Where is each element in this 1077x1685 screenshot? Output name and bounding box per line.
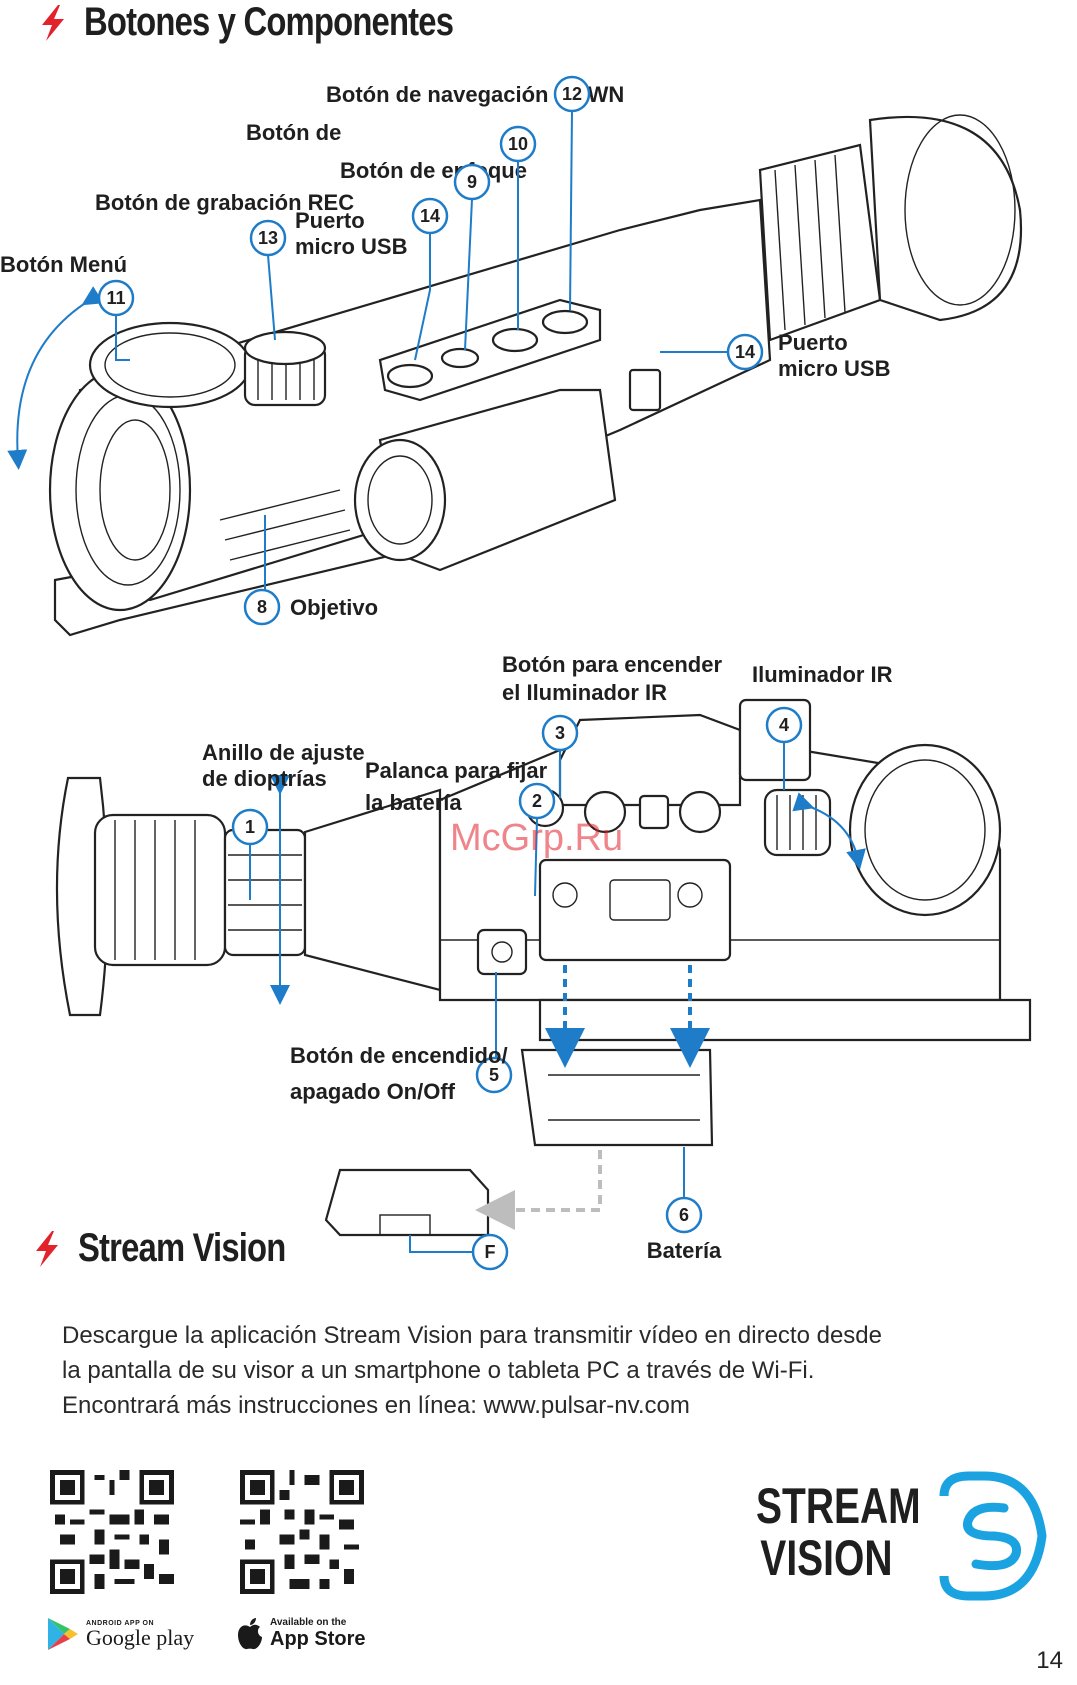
section-header-stream-vision: Stream Vision [30,1226,331,1271]
google-play-icon [48,1618,78,1650]
label-objective: Objetivo [290,595,378,620]
label-battery: Batería [647,1238,722,1263]
callout-f-badge [471,1233,509,1271]
label-lever-line2: la batería [365,790,462,815]
logo-line-stream: STREAM [756,1478,921,1534]
callout-8-badge [243,588,281,626]
label-diopter-line2: de dioptrías [202,766,327,791]
watermark-text: McGrp.Ru [450,817,623,859]
callout-6-badge [665,1196,703,1234]
callout-3-number: 3 [555,723,565,743]
callout-4-number: 4 [779,715,789,735]
label-usb-line1: Puerto [778,330,848,355]
scope-top-illustration [48,114,1023,637]
callout-10-number: 14 [420,206,440,226]
google-play-big-text: Google play [86,1624,195,1650]
callout-8-number: 8 [257,597,267,617]
stream-vision-logo-icon [939,1471,1047,1601]
callout-11-number: 9 [467,172,477,192]
label-menu: Botón de enfoque [340,158,527,183]
label-usb-line2: micro USB [778,356,890,381]
callout-14-badge [726,333,764,371]
apple-icon [238,1618,262,1650]
label-focus-line1: Botón de grabación REC [95,190,354,215]
callout-13-number: 12 [562,84,582,104]
qr-code-app-store[interactable] [240,1470,364,1594]
scope-diagram: Botón Menú 11 Botón de grabación REC 13 … [0,75,1032,1271]
callout-9-number: 13 [258,228,278,248]
app-store-badge[interactable]: Available on the App Store [236,1612,366,1656]
callout-7-number: 11 [106,288,125,308]
lightning-bolt-icon [36,1230,58,1267]
callout-1-number: 1 [245,817,255,837]
section-title-components: Botones y Componentes [84,0,454,44]
google-play-badge[interactable]: ANDROID APP ON Google play [46,1612,194,1656]
app-store-small-text: Available on the [270,1617,347,1629]
label-lever-line1: Palanca para fijar [365,758,548,783]
page-number: 14 [1036,1647,1063,1674]
callout-6-number: 6 [679,1205,689,1225]
stream-vision-logo: STREAM VISION [756,1466,1056,1616]
logo-line-vision: VISION [760,1530,893,1586]
callout-14-number: 14 [735,342,755,362]
label-ir-button-line2: el Iluminador IR [502,680,667,705]
callout-2-number: 2 [532,791,542,811]
stream-vision-description: Descargue la aplicación Stream Vision pa… [62,1318,1022,1423]
section-title-stream-vision: Stream Vision [78,1226,286,1270]
qr-code-google-play[interactable] [50,1470,174,1594]
description-line: Encontrará más instrucciones en línea: w… [62,1392,690,1419]
callout-12-number: 10 [508,134,528,154]
callout-5-badge [475,1056,513,1094]
description-line: Descargue la aplicación Stream Vision pa… [62,1322,882,1349]
lightning-bolt-icon [42,4,64,41]
label-ir-button-line1: Botón para encender [502,652,722,677]
label-power-line1: Botón de encendido/ [290,1043,508,1068]
label-nav-up-line2: micro USB [295,234,407,259]
label-power-line2: apagado On/Off [290,1079,456,1104]
label-ir-illuminator: Iluminador IR [752,662,893,687]
app-store-big-text: App Store [270,1627,366,1650]
label-nav-up-line1: Puerto [295,208,365,233]
google-play-small-text: ANDROID APP ON [86,1619,155,1627]
label-diopter-line1: Anillo de ajuste [202,740,365,765]
section-header-components: Botones y Componentes [36,0,534,45]
label-lens-cap: Botón Menú [0,252,127,277]
callout-f-letter: F [485,1242,496,1262]
description-line: la pantalla de su visor a un smartphone … [62,1357,815,1384]
label-nav-down: Botón de [246,120,341,145]
callout-5-number: 5 [489,1065,499,1085]
